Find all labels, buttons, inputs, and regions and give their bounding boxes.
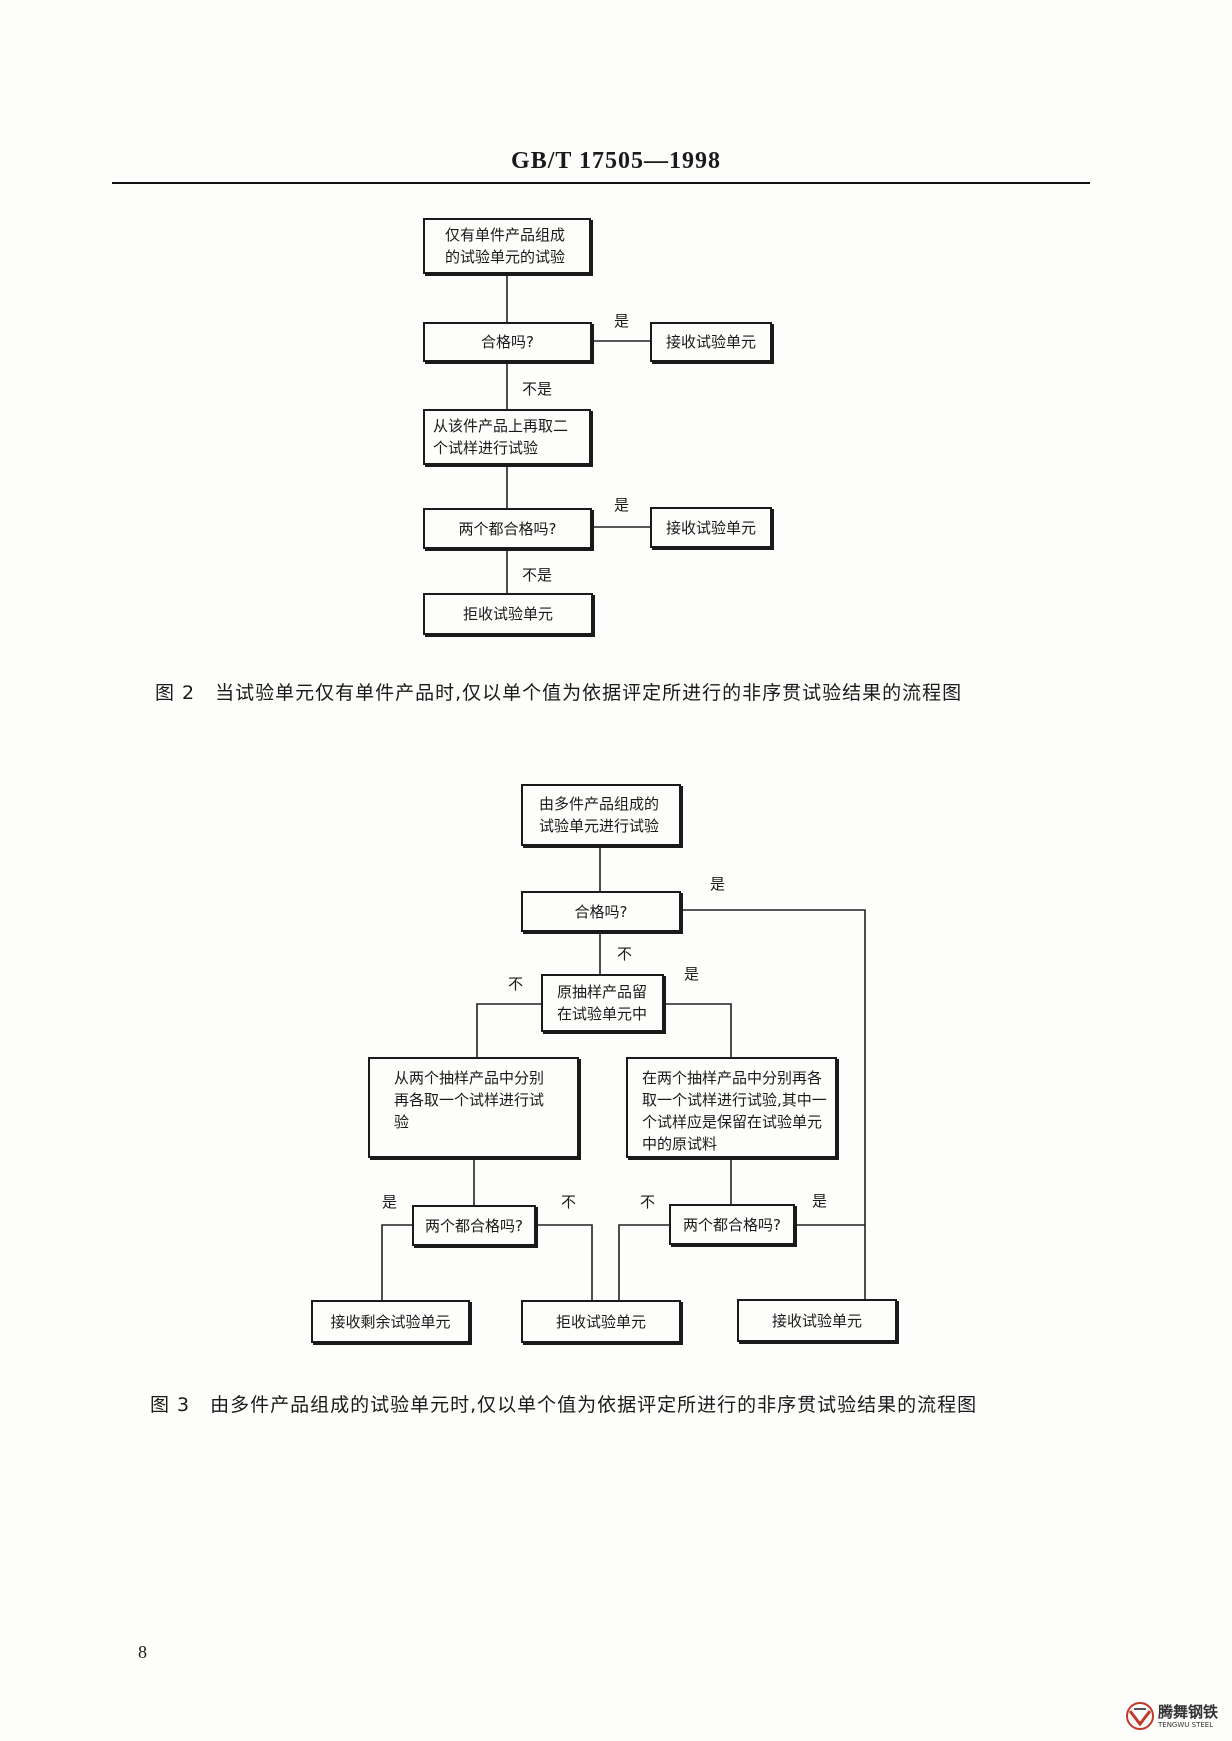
fig2-accept1-text: 接收试验单元: [665, 333, 756, 351]
fig2-retest-box: 从该件产品上再取二个试样进行试验: [423, 409, 591, 465]
header-rule: [112, 182, 1090, 184]
fig3-decision-q1: 合格吗?: [521, 891, 681, 932]
logo-brand-en-text: TENGWU STEEL: [1158, 1721, 1214, 1729]
fig3-right-retest-text: 在两个抽样产品中分别再各取一个试样进行试验,其中一个试样应是保留在试验单元中的原…: [642, 1069, 827, 1153]
fig3-accept-rest-box: 接收剩余试验单元: [311, 1300, 470, 1343]
fig2-yes1-label: 是: [614, 312, 630, 330]
fig3-q1-text: 合格吗?: [574, 902, 628, 921]
fig3-left-q-text: 两个都合格吗?: [425, 1216, 523, 1235]
fig3-line-q1-accept: [681, 909, 866, 1300]
fig2-caption: 图 2 当试验单元仅有单件产品时,仅以单个值为依据评定所进行的非序贯试验结果的流…: [155, 682, 963, 704]
fig2-reject-box: 拒收试验单元: [423, 593, 593, 635]
fig2-reject-text: 拒收试验单元: [462, 605, 553, 623]
fig3-accept-text: 接收试验单元: [771, 1311, 862, 1330]
page-number: 8: [138, 1642, 147, 1662]
fig3-retained-box: 原抽样产品留在试验单元中: [541, 974, 664, 1032]
fig3-accept-rest-text: 接收剩余试验单元: [330, 1312, 451, 1331]
fig3-line-retained-left: [476, 1003, 541, 1057]
fig3-no-left-label: 不: [508, 975, 524, 993]
fig2-start-text: 仅有单件产品组成的试验单元的试验: [445, 226, 566, 266]
fig3-left-decision: 两个都合格吗?: [412, 1205, 536, 1246]
fig2-decision-q2: 两个都合格吗?: [423, 508, 592, 549]
fig3-left-no-label: 不: [561, 1193, 577, 1211]
fig3-reject-box: 拒收试验单元: [521, 1300, 681, 1343]
fig2-q2-text: 两个都合格吗?: [458, 519, 557, 538]
fig3-line-right-q-reject: [618, 1224, 669, 1300]
tengwu-steel-logo: 腾舞钢铁 TENGWU STEEL: [1124, 1697, 1228, 1737]
fig2-yes2-label: 是: [614, 496, 630, 514]
fig3-line-left-q-accept-rest: [381, 1224, 412, 1300]
fig3-left-retest-text: 从两个抽样产品中分别再各取一个试样进行试验: [394, 1069, 545, 1131]
fig3-caption: 图 3 由多件产品组成的试验单元时,仅以单个值为依据评定所进行的非序贯试验结果的…: [150, 1394, 978, 1416]
fig3-right-yes-label: 是: [812, 1192, 828, 1210]
fig2-decision-q1: 合格吗?: [423, 322, 592, 362]
fig2-accept2-box: 接收试验单元: [650, 507, 772, 548]
fig3-yes-top-label: 是: [710, 875, 726, 893]
fig3-right-retest-box: 在两个抽样产品中分别再各取一个试样进行试验,其中一个试样应是保留在试验单元中的原…: [626, 1057, 837, 1158]
fig3-accept-box: 接收试验单元: [737, 1299, 897, 1342]
fig3-left-retest-box: 从两个抽样产品中分别再各取一个试样进行试验: [368, 1057, 579, 1158]
fig3-start-box: 由多件产品组成的试验单元进行试验: [521, 784, 681, 846]
fig3-left-yes-label: 是: [382, 1193, 398, 1211]
fig2-q1-text: 合格吗?: [481, 333, 534, 351]
fig2-no2-label: 不是: [522, 566, 553, 584]
fig3-start-text: 由多件产品组成的试验单元进行试验: [539, 795, 660, 835]
tengwu-logo-icon: [1126, 1702, 1154, 1730]
fig3-right-no-label: 不: [640, 1193, 656, 1211]
logo-brand-text: 腾舞钢铁: [1158, 1703, 1219, 1721]
fig2-no1-label: 不是: [522, 380, 553, 398]
fig3-reject-text: 拒收试验单元: [555, 1312, 646, 1331]
fig3-right-q-text: 两个都合格吗?: [683, 1215, 781, 1234]
fig3-retained-text: 原抽样产品留在试验单元中: [557, 983, 648, 1023]
fig2-accept2-text: 接收试验单元: [665, 518, 756, 537]
fig3-no-top-label: 不: [617, 945, 633, 963]
fig2-retest-text: 从该件产品上再取二个试样进行试验: [433, 417, 569, 457]
fig3-yes-right-label: 是: [684, 965, 700, 983]
standard-header: GB/T 17505—1998: [511, 148, 721, 174]
fig3-line-retained-right: [664, 1003, 732, 1057]
fig2-start-box: 仅有单件产品组成的试验单元的试验: [423, 218, 591, 274]
fig3-line-left-q-reject: [536, 1224, 593, 1300]
fig3-right-decision: 两个都合格吗?: [669, 1204, 795, 1245]
fig2-accept1-box: 接收试验单元: [650, 322, 772, 362]
